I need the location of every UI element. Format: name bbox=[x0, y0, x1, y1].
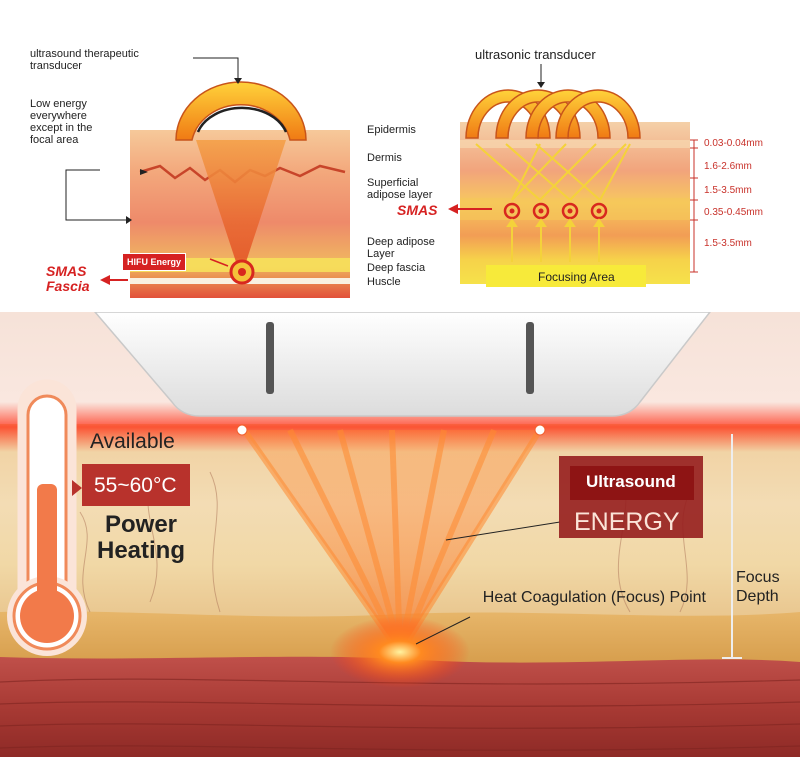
focus-depth-label: Focus Depth bbox=[736, 569, 780, 605]
focusing-area-label: Focusing Area bbox=[538, 270, 615, 284]
right-transducer-array-icon bbox=[465, 89, 641, 139]
ultrasound-title: Ultrasound bbox=[586, 472, 676, 491]
thermometer-icon bbox=[7, 379, 87, 656]
left-transducer-icon bbox=[175, 81, 307, 141]
left-beam-cone bbox=[196, 140, 286, 262]
cross-section-diagrams: ultrasound therapeutic transducer Low en… bbox=[0, 0, 800, 312]
layer-deep-adipose: Deep adipose Layer bbox=[367, 236, 435, 260]
layer-dermis: Dermis bbox=[367, 152, 402, 164]
measurement-2: 1.6-2.6mm bbox=[704, 161, 752, 172]
diagram-graphics bbox=[65, 57, 698, 298]
muscle-layer bbox=[0, 656, 800, 757]
measurement-3: 1.5-3.5mm bbox=[704, 185, 752, 196]
energy-subtitle: ENERGY bbox=[574, 508, 680, 536]
layer-muscle: Huscle bbox=[367, 276, 401, 288]
layer-superficial-adipose: Superficial adipose layer bbox=[367, 177, 433, 201]
layer-smas: SMAS bbox=[397, 202, 438, 218]
measurement-bracket bbox=[690, 139, 698, 273]
heat-coagulation-label: Heat Coagulation (Focus) Point bbox=[482, 589, 706, 606]
right-focal-points-icon bbox=[503, 202, 608, 220]
focus-arrows bbox=[506, 218, 605, 262]
power-heating-label: Power Heating bbox=[96, 511, 185, 564]
low-energy-note: Low energy everywhere except in the foca… bbox=[30, 98, 93, 146]
measurement-1: 0.03-0.04mm bbox=[704, 138, 763, 149]
right-beam-lines bbox=[475, 143, 631, 201]
measurement-5: 1.5-3.5mm bbox=[704, 238, 752, 249]
measurement-4: 0.35-0.45mm bbox=[704, 207, 763, 218]
energy-box-header bbox=[570, 466, 694, 500]
available-label: Available bbox=[90, 430, 175, 453]
focus-point-glow bbox=[330, 616, 470, 688]
temperature-value: 55~60°C bbox=[94, 474, 177, 497]
temperature-badge bbox=[82, 464, 190, 506]
focusing-area-bar bbox=[486, 265, 646, 287]
focus-depth-bracket bbox=[722, 434, 742, 659]
hifu-illustration: Available 55~60°C Power Heating Ultrasou… bbox=[0, 312, 800, 757]
smas-fascia-label: SMAS Fascia bbox=[46, 263, 90, 294]
layer-deep-fascia: Deep fascia bbox=[367, 262, 426, 274]
right-transducer-label: ultrasonic transducer bbox=[475, 47, 596, 62]
hifu-energy-badge: HIFU Energy bbox=[122, 253, 187, 271]
hifu-probe bbox=[94, 312, 711, 417]
left-transducer-label: ultrasound therapeutic transducer bbox=[30, 48, 139, 72]
layer-epidermis: Epidermis bbox=[367, 124, 416, 136]
